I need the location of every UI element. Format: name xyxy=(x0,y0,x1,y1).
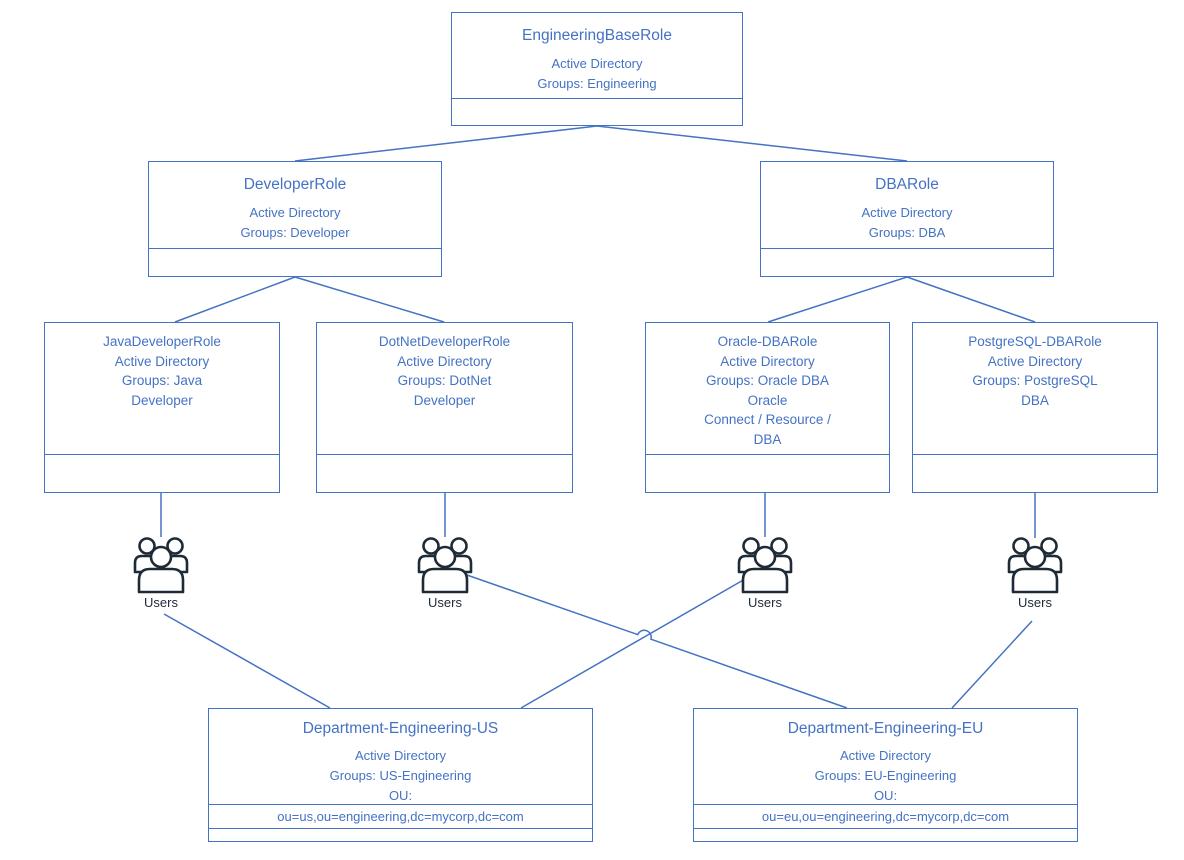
node-detail-line: Active Directory xyxy=(987,353,1083,369)
connector-base-to-dba xyxy=(596,125,908,162)
node-detail-line: JavaDeveloperRole xyxy=(103,334,221,349)
node-ou-band: ou=us,ou=engineering,dc=mycorp,dc=com xyxy=(209,804,592,828)
node-postgresql-dba-role[interactable]: PostgreSQL-DBARole Active Directory Grou… xyxy=(912,322,1158,493)
node-dotnet-developer-role[interactable]: DotNetDeveloperRole Active Directory Gro… xyxy=(316,322,573,493)
users-group-postgresql[interactable]: Users xyxy=(1007,536,1063,610)
connector-oracle-users-to-dept-us xyxy=(520,574,753,709)
node-detail-line: OU: xyxy=(388,788,413,803)
node-detail-line: Groups: Developer xyxy=(240,225,350,240)
users-icon xyxy=(1007,537,1063,594)
node-detail-line: Active Directory xyxy=(397,353,492,369)
node-detail-line: Oracle xyxy=(747,392,788,408)
users-label: Users xyxy=(748,595,782,610)
node-developer-role[interactable]: DeveloperRole Active Directory Groups: D… xyxy=(148,161,442,277)
node-detail-line: DBA xyxy=(753,431,782,447)
node-department-engineering-us[interactable]: Department-Engineering-US Active Directo… xyxy=(208,708,593,842)
node-footer-band xyxy=(149,248,441,276)
node-department-engineering-eu[interactable]: Department-Engineering-EU Active Directo… xyxy=(693,708,1078,842)
node-detail-line: DBA xyxy=(1021,392,1049,408)
users-label: Users xyxy=(428,595,462,610)
connector-java-users-to-dept-us xyxy=(163,613,331,709)
node-detail-line: Connect / Resource / xyxy=(704,412,831,427)
node-detail-line: Groups: PostgreSQL xyxy=(972,373,1098,388)
node-footer-band xyxy=(761,248,1053,276)
users-label: Users xyxy=(144,595,178,610)
node-detail-line: Oracle-DBARole xyxy=(717,334,818,349)
node-footer-band xyxy=(646,454,889,492)
node-title: Department-Engineering-US xyxy=(302,720,499,737)
node-detail-line: Active Directory xyxy=(839,748,932,763)
node-oracle-dba-role[interactable]: Oracle-DBARole Active Directory Groups: … xyxy=(645,322,890,493)
node-footer-band xyxy=(452,98,742,125)
node-detail-line: Active Directory xyxy=(720,353,815,369)
node-detail-line: Groups: EU-Engineering xyxy=(814,768,957,783)
node-detail-line: Active Directory xyxy=(114,353,210,369)
connector-dba-to-postgresql xyxy=(906,276,1036,323)
node-detail-line: Developer xyxy=(413,392,476,408)
node-detail-line: OU: xyxy=(873,788,898,803)
node-footer-band xyxy=(45,454,279,492)
node-footer-band xyxy=(694,828,1077,841)
node-detail-line: Active Directory xyxy=(551,56,643,71)
node-title: EngineeringBaseRole xyxy=(522,27,672,44)
node-footer-band xyxy=(209,828,592,841)
node-detail-line: Groups: DBA xyxy=(868,225,946,240)
node-detail-line: Groups: US-Engineering xyxy=(329,768,472,783)
connector-dba-to-oracle xyxy=(767,276,908,323)
node-detail-line: Active Directory xyxy=(249,205,341,220)
users-label: Users xyxy=(1018,595,1052,610)
users-group-oracle[interactable]: Users xyxy=(737,536,793,610)
users-icon xyxy=(133,537,189,594)
node-title: Department-Engineering-EU xyxy=(787,720,984,737)
connector-developer-to-dotnet xyxy=(294,276,445,323)
node-detail-line: Active Directory xyxy=(354,748,447,763)
users-group-dotnet[interactable]: Users xyxy=(417,536,473,610)
node-detail-line: Groups: Oracle DBA xyxy=(705,373,830,388)
connector-developer-to-java xyxy=(174,276,296,323)
node-ou-band: ou=eu,ou=engineering,dc=mycorp,dc=com xyxy=(694,804,1077,828)
node-dba-role[interactable]: DBARole Active Directory Groups: DBA xyxy=(760,161,1054,277)
connector-postgresql-users-to-dept-eu xyxy=(951,620,1033,709)
node-footer-band xyxy=(913,454,1157,492)
node-detail-line: DotNetDeveloperRole xyxy=(378,334,511,349)
node-detail-line: PostgreSQL-DBARole xyxy=(968,334,1102,349)
node-engineering-base-role[interactable]: EngineeringBaseRole Active Directory Gro… xyxy=(451,12,743,126)
users-icon xyxy=(417,537,473,594)
node-title: DeveloperRole xyxy=(243,176,347,193)
node-detail-line: Developer xyxy=(131,392,193,408)
users-group-java[interactable]: Users xyxy=(133,536,189,610)
connector-base-to-developer xyxy=(294,125,598,162)
node-detail-line: Groups: Java xyxy=(121,373,203,388)
node-java-developer-role[interactable]: JavaDeveloperRole Active Directory Group… xyxy=(44,322,280,493)
node-detail-line: Groups: Engineering xyxy=(537,76,657,91)
node-footer-band xyxy=(317,454,572,492)
node-title: DBARole xyxy=(875,176,939,193)
node-detail-line: Active Directory xyxy=(861,205,953,220)
node-detail-line: Groups: DotNet xyxy=(397,373,492,388)
users-icon xyxy=(737,537,793,594)
